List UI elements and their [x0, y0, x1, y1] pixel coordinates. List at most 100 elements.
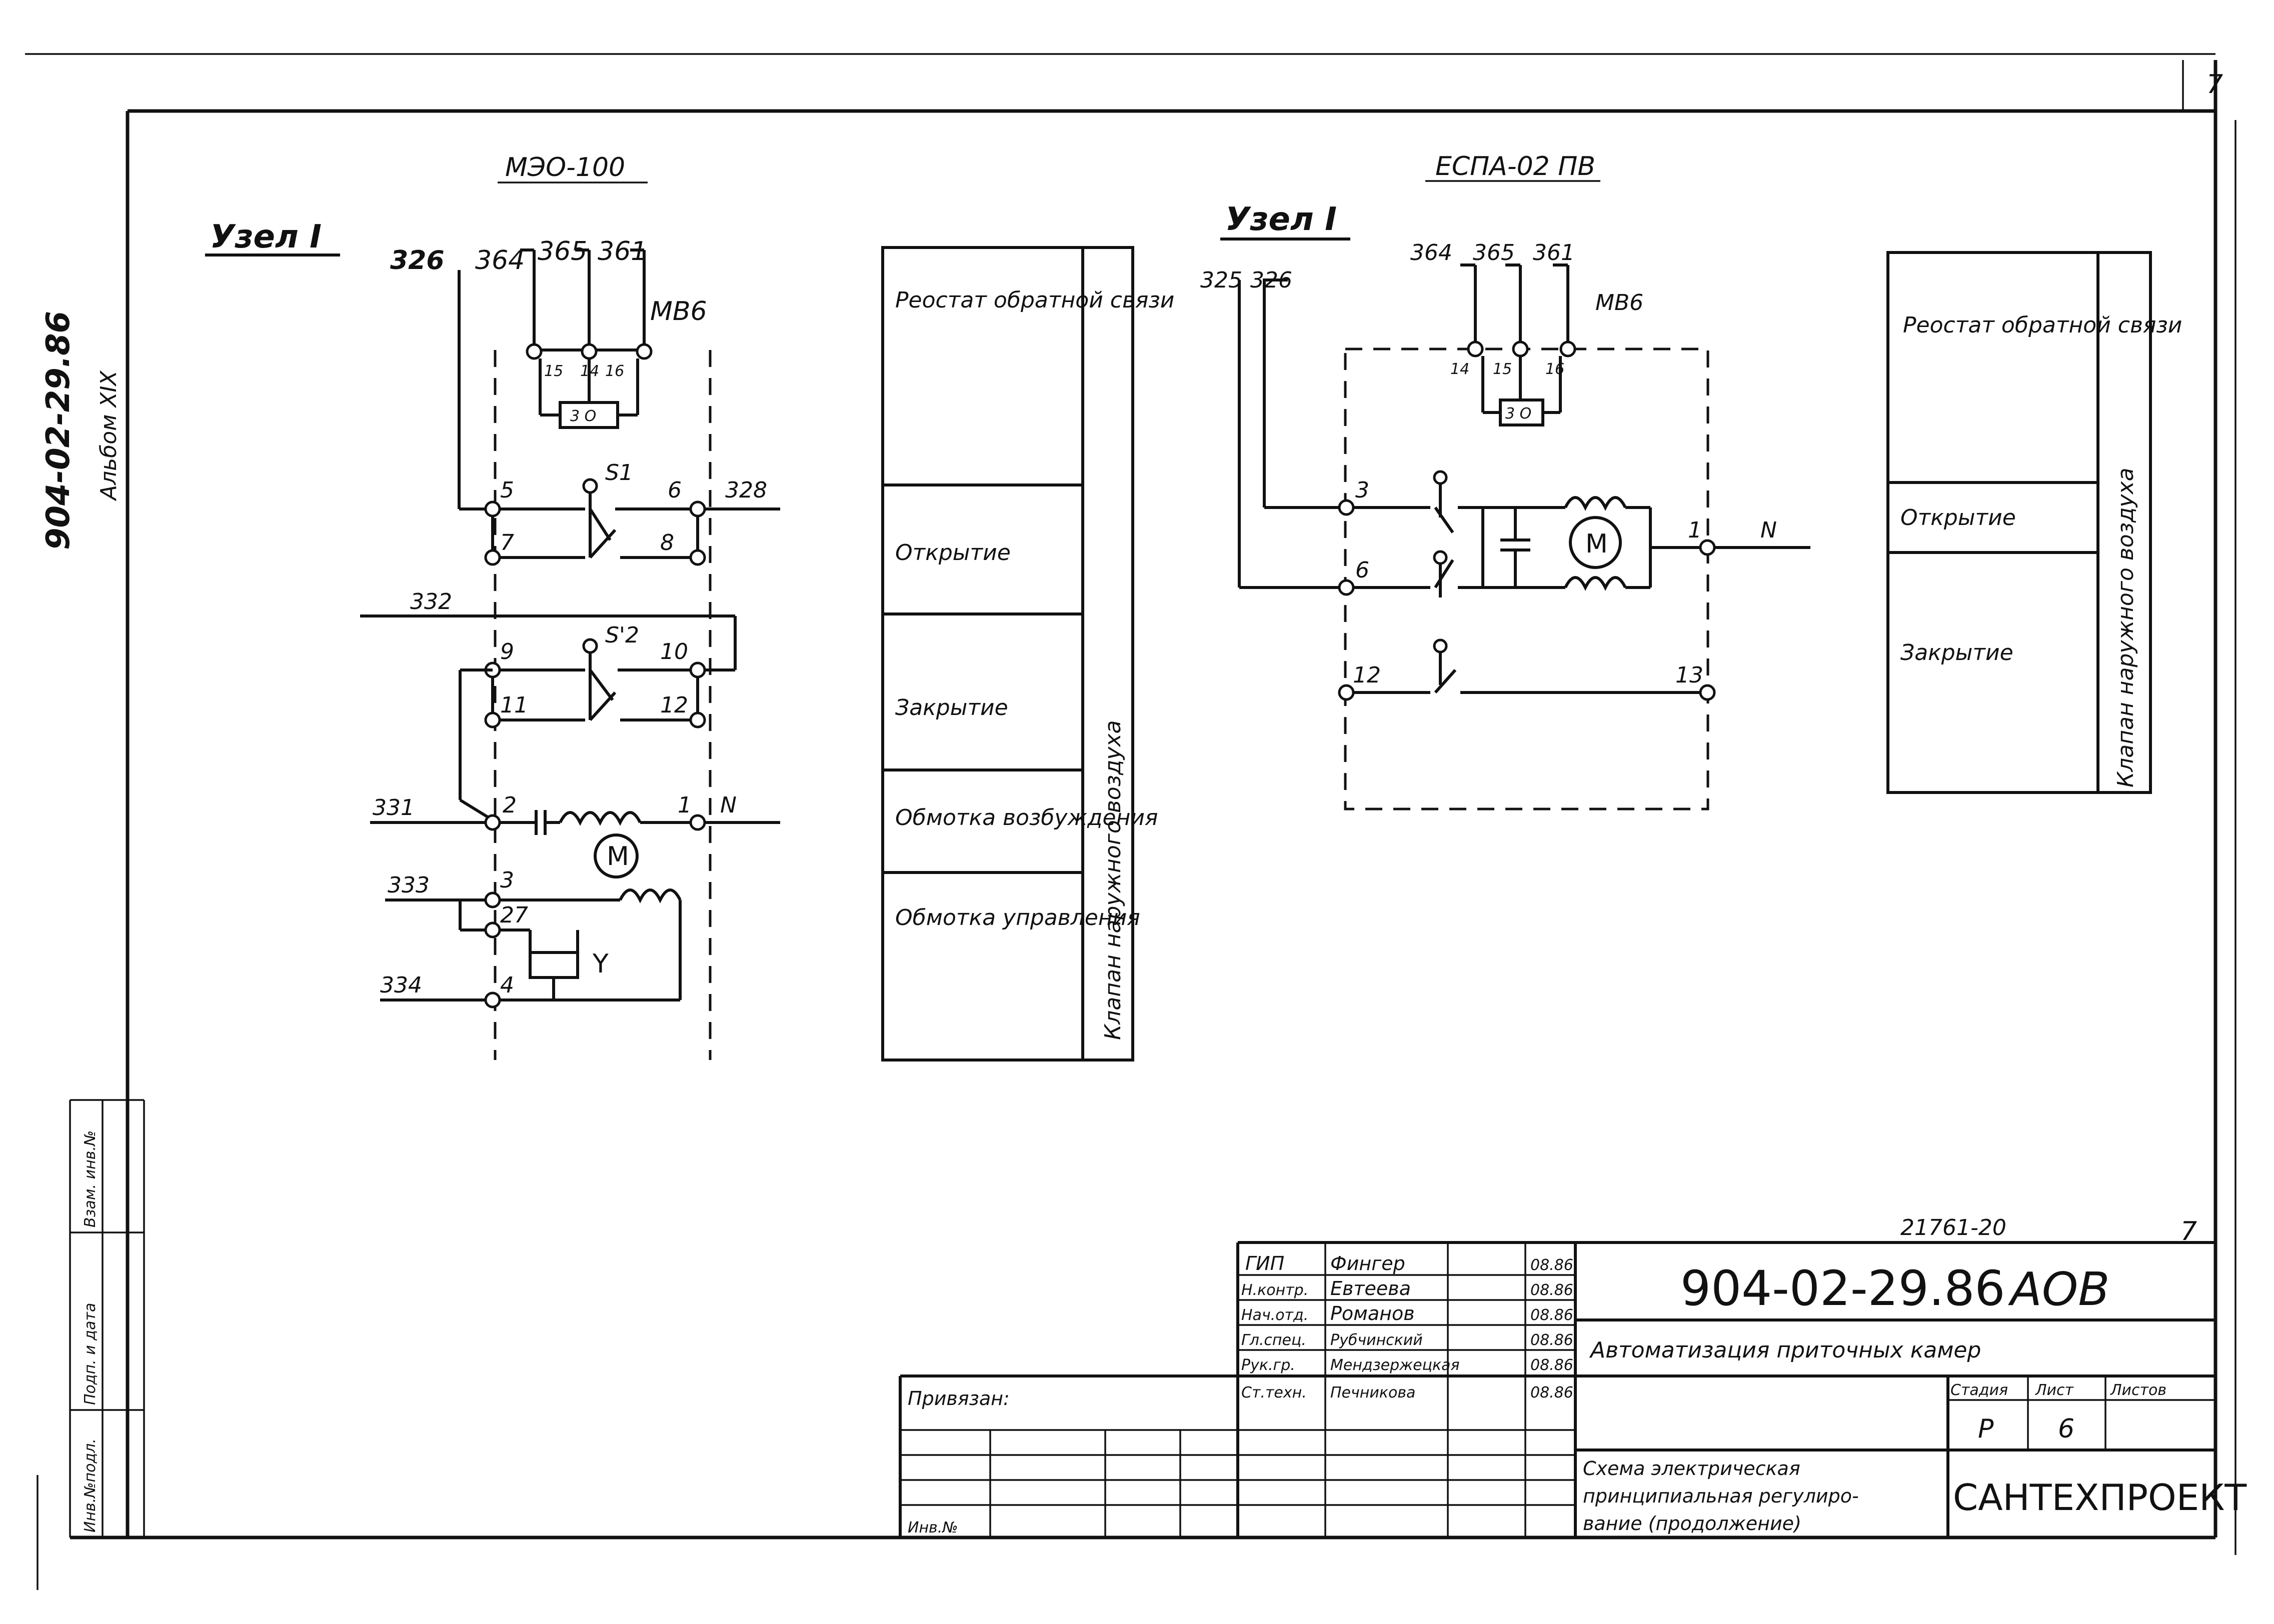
d1-s1: S1 — [605, 460, 633, 486]
d1-wire-n: N — [720, 792, 737, 818]
inv-label: Инв.№ — [908, 1519, 958, 1536]
legend2-row-2: Открытие — [1900, 505, 2016, 530]
sheet-frame: 7 — [25, 53, 2236, 1590]
d1-wire-333: 333 — [388, 872, 430, 898]
role-2: Н.контр. — [1241, 1282, 1308, 1299]
role-3: Нач.отд. — [1241, 1306, 1308, 1324]
d1-term-11: 11 — [500, 692, 528, 718]
d1-term-4: 4 — [500, 972, 514, 998]
date-6: 08.86 — [1530, 1384, 1573, 1402]
diagram1-node-label: Узел I — [210, 218, 322, 256]
d2-term-12: 12 — [1353, 662, 1381, 688]
stage-value: Р — [1978, 1414, 1994, 1444]
d2-wire-325: 325 — [1200, 268, 1242, 293]
side-code-text: 904-02-29.86 — [40, 311, 77, 550]
d2-device: МВ6 — [1595, 290, 1643, 316]
d2-wire-n: N — [1760, 518, 1777, 543]
d1-term-15: 15 — [544, 362, 563, 380]
d1-term-2: 2 — [503, 792, 517, 818]
d1-resistor: 3 О — [570, 408, 596, 425]
side-code: 904-02-29.86 Альбом XIX — [40, 311, 122, 550]
d1-term-1: 1 — [678, 792, 692, 818]
d2-wire-364: 364 — [1410, 240, 1452, 266]
d1-wire-334: 334 — [380, 972, 422, 998]
name-4: Рубчинский — [1330, 1332, 1423, 1349]
legend1-row-1: Реостат обратной связи — [895, 288, 1174, 313]
d1-wire-326: 326 — [390, 246, 445, 276]
d2-term-3: 3 — [1355, 478, 1369, 503]
legend1-row-2: Открытие — [895, 540, 1011, 566]
date-4: 08.86 — [1530, 1332, 1573, 1349]
d1-term-27: 27 — [500, 902, 528, 928]
d2-motor: M — [1585, 529, 1608, 559]
date-3: 08.86 — [1530, 1306, 1573, 1324]
role-6: Ст.техн. — [1241, 1384, 1307, 1402]
d1-term-9: 9 — [500, 639, 514, 664]
diagram2-title: ЕСПА-02 ПВ — [1435, 152, 1595, 182]
sheet-corner-number: 7 — [2206, 70, 2223, 100]
name-6: Печникова — [1330, 1384, 1415, 1402]
d1-term-12: 12 — [660, 692, 688, 718]
d1-wire-331: 331 — [373, 795, 415, 820]
drawing-title-1: Схема электрическая — [1583, 1458, 1800, 1480]
attached-label: Привязан: — [908, 1388, 1010, 1410]
stamp-inv: Инв.№подл. — [82, 1438, 99, 1532]
d1-term-6: 6 — [668, 478, 682, 503]
legend-table-1: Реостат обратной связи Открытие Закрытие… — [881, 246, 1174, 1062]
sheet-value: 6 — [2058, 1414, 2074, 1444]
order-number: 21761-20 — [1900, 1215, 2006, 1240]
d1-wire-364: 364 — [475, 246, 525, 276]
side-album-text: Альбом XIX — [96, 370, 122, 502]
title-block: 21761-20 7 ГИП Фингер 08.86 Н.контр. — [899, 1215, 2247, 1538]
d2-term-6: 6 — [1355, 558, 1369, 583]
d2-wire-365: 365 — [1473, 240, 1515, 266]
d2-term-15: 15 — [1493, 360, 1512, 378]
organization: САНТЕХПРОЕКТ — [1953, 1476, 2247, 1518]
d1-wire-328: 328 — [725, 478, 767, 503]
legend2-row-3: Закрытие — [1900, 640, 2013, 666]
name-1: Фингер — [1330, 1252, 1405, 1274]
d1-term-7: 7 — [500, 530, 514, 556]
d1-term-10: 10 — [660, 639, 688, 664]
diagram2-node-label: Узел I — [1225, 201, 1337, 238]
role-5: Рук.гр. — [1241, 1356, 1295, 1374]
name-2: Евтеева — [1330, 1278, 1411, 1300]
d2-term-1: 1 — [1688, 518, 1702, 543]
sheet-header: Лист — [2035, 1382, 2074, 1399]
drawing-code: 904-02-29.86 — [1680, 1260, 2005, 1316]
d1-wire-332: 332 — [410, 589, 452, 614]
diagram1-title: МЭО-100 — [505, 152, 625, 182]
drawing-title-3: вание (продолжение) — [1583, 1512, 1801, 1534]
date-1: 08.86 — [1530, 1256, 1573, 1274]
stamp-replace-inv: Взам. инв.№ — [82, 1130, 99, 1228]
legend1-row-3: Закрытие — [895, 695, 1008, 720]
name-5: Мендзержецкая — [1330, 1356, 1460, 1374]
drawing-mark: АОВ — [2008, 1262, 2109, 1316]
legend1-row-5: Обмотка управления — [895, 905, 1140, 930]
diagram-espa-02-pv: ЕСПА-02 ПВ Узел I 325 326 364 365 361 МВ… — [1200, 152, 1810, 810]
stage-header: Стадия — [1950, 1382, 2008, 1399]
d1-term-5: 5 — [500, 478, 514, 503]
drawing-title-2: принципиальная регулиро- — [1583, 1485, 1859, 1507]
stamp-sign-date: Подп. и дата — [82, 1303, 99, 1405]
role-1: ГИП — [1245, 1252, 1284, 1274]
legend1-row-4: Обмотка возбуждения — [895, 805, 1158, 830]
legend-table-2: Реостат обратной связи Открытие Закрытие… — [1886, 251, 2182, 794]
role-4: Гл.спец. — [1241, 1332, 1306, 1349]
name-3: Романов — [1330, 1302, 1415, 1324]
d2-term-13: 13 — [1675, 662, 1703, 688]
d1-term-8: 8 — [660, 530, 674, 556]
date-5: 08.86 — [1530, 1356, 1573, 1374]
legend1-side: Клапан наружного воздуха — [1100, 720, 1126, 1040]
d1-s2: S'2 — [605, 622, 639, 648]
left-stamp: Инв.№подл. Подп. и дата Взам. инв.№ — [69, 1099, 145, 1538]
d2-resistor: 3 О — [1505, 405, 1531, 422]
legend2-row-1: Реостат обратной связи — [1903, 312, 2182, 338]
d1-coil: Y — [592, 949, 609, 979]
legend2-side: Клапан наружного воздуха — [2113, 468, 2138, 788]
date-2: 08.86 — [1530, 1282, 1573, 1299]
project-name: Автоматизация приточных камер — [1589, 1338, 1981, 1363]
diagram-meo-100: МЭО-100 Узел I 326 364 365 361 МВ6 15 14… — [205, 152, 780, 1060]
d1-device: МВ6 — [650, 296, 707, 326]
